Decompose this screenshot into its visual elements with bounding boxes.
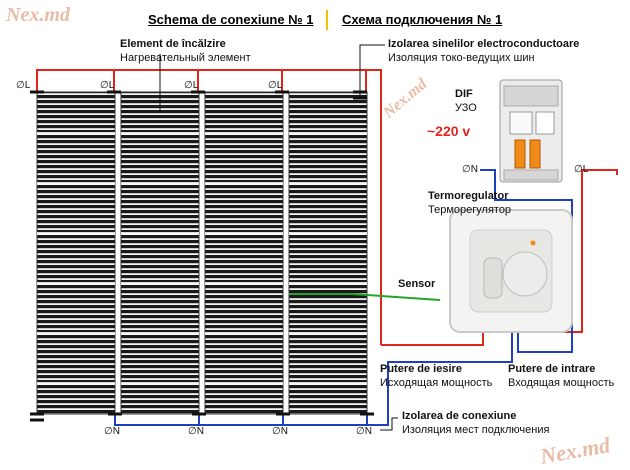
neutral-wiring — [114, 169, 573, 426]
heating-strip-1 — [36, 91, 116, 415]
insulation-bus-label-ro: Izolarea sinelilor electroconductoare — [388, 38, 580, 50]
heating-strip-3 — [204, 91, 284, 415]
terminal-n-3: ∅N — [272, 426, 288, 437]
terminal-n-1: ∅N — [104, 426, 120, 437]
sensor-label: Sensor — [398, 278, 436, 290]
title-separator — [326, 10, 328, 30]
output-label-ro: Putere de iesire — [380, 363, 462, 375]
insulation-bus-label-ru: Изоляция токо-ведущих шин — [388, 52, 535, 64]
input-label-ru: Входящая мощность — [508, 377, 615, 389]
insulation-conn-label-ro: Izolarea de conexiune — [402, 410, 517, 422]
output-label-ru: Исходящая мощность — [380, 377, 493, 389]
heating-label-ro: Element de încălzire — [120, 38, 226, 50]
sensor-wire — [290, 293, 441, 301]
dif-label: DIF — [455, 88, 473, 100]
terminal-n-2: ∅N — [188, 426, 204, 437]
heating-label-ru: Нагревательный элемент — [120, 52, 251, 64]
leader-lines — [159, 44, 398, 431]
terminal-l-rcd: ∅L — [574, 164, 589, 175]
thermostat-label-ro: Termoregulator — [428, 190, 509, 202]
title-left: Schema de conexiune № 1 — [148, 12, 314, 27]
terminal-l-1: ∅L — [16, 80, 31, 91]
input-label-ro: Putere de intrare — [508, 363, 596, 375]
terminal-n-4: ∅N — [356, 426, 372, 437]
thermostat-label-ru: Терморегулятор — [428, 204, 512, 216]
uzo-label: УЗО — [455, 102, 477, 114]
heating-strips — [36, 91, 368, 415]
terminal-l-2: ∅L — [100, 80, 115, 91]
terminal-caps — [30, 90, 374, 422]
terminal-n-rcd: ∅N — [462, 164, 478, 175]
insulation-conn-label-ru: Изоляция мест подключения — [402, 424, 550, 436]
rcd-device — [499, 79, 563, 183]
terminal-l-3: ∅L — [184, 80, 199, 91]
voltage-label: ~220 v — [427, 123, 471, 139]
heating-strip-4 — [288, 91, 368, 415]
title-right: Схема подключения № 1 — [342, 12, 503, 27]
watermark-top-left: Nex.md — [6, 4, 70, 26]
thermostat-device — [449, 209, 573, 333]
heating-strip-2 — [120, 91, 200, 415]
terminal-l-4: ∅L — [268, 80, 283, 91]
